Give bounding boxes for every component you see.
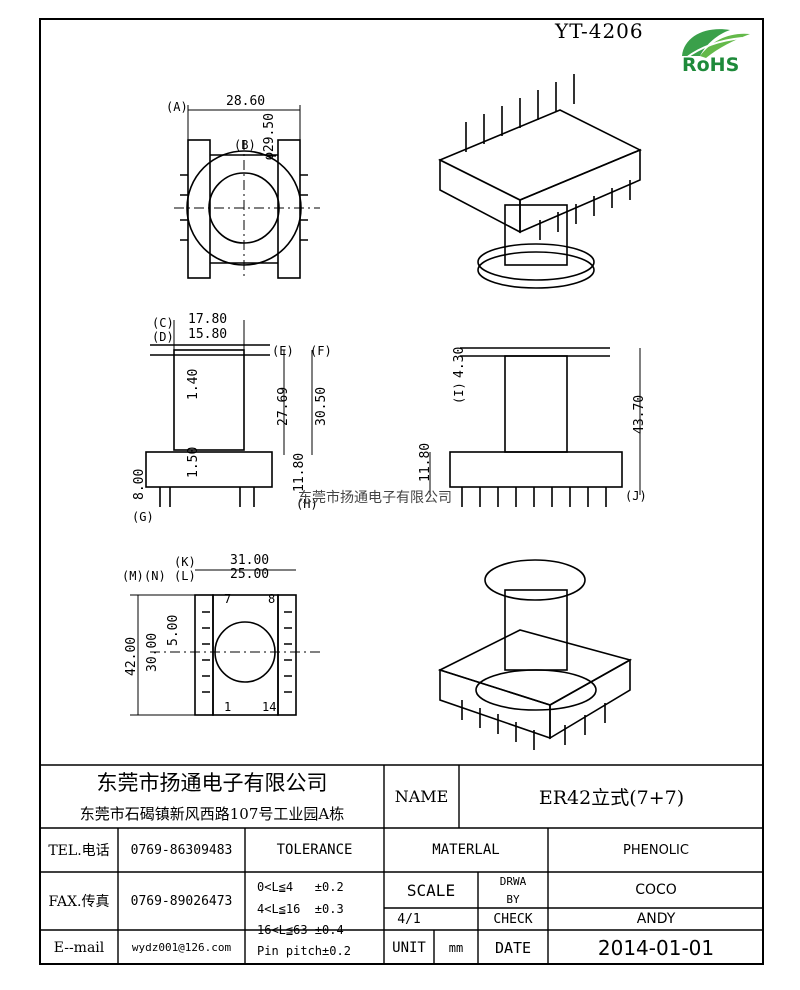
dim-tag-e: (E) <box>272 344 294 358</box>
isometric-view-bottom <box>437 559 633 750</box>
bottom-view <box>130 569 320 716</box>
dim-tag-b: (B) <box>234 138 256 152</box>
dim-tag-n: (N) <box>144 569 166 583</box>
email-value: wydz001@126.com <box>131 941 232 954</box>
tolerance-row-4: Pin pitch±0.2 <box>257 944 351 958</box>
rohs-logo-icon <box>682 29 750 59</box>
scale-label: SCALE <box>406 880 456 900</box>
dim-tag-m: (M) <box>122 569 144 583</box>
dim-tag-l: (L) <box>174 569 196 583</box>
tolerance-row-3: 16<L≦63 ±0.4 <box>257 923 344 937</box>
dim-tag-f: (F) <box>310 344 332 358</box>
pin-label-14: 14 <box>262 700 277 714</box>
company-name: 东莞市扬通电子有限公司 <box>96 771 328 795</box>
drawing-frame <box>39 18 764 965</box>
material-label: MATERLAL <box>432 842 500 858</box>
part-code: YT-4206 <box>555 19 644 43</box>
pin-label-1: 1 <box>224 700 232 714</box>
check-label: CHECK <box>493 911 533 927</box>
pin-label-8: 8 <box>268 592 276 606</box>
front-view <box>145 320 313 507</box>
tel-value: 0769-86309483 <box>130 842 233 858</box>
dim-tag-a: (A) <box>166 100 188 114</box>
pin-label-7: 7 <box>224 592 232 606</box>
email-label: E--mail <box>53 939 105 956</box>
dim-tag-h: (H) <box>296 497 318 511</box>
tolerance-row-1: 0<L≦4 ±0.2 <box>257 880 344 894</box>
part-name: ER42立式(7+7) <box>538 787 685 809</box>
material-value: PHENOLIC <box>623 842 689 858</box>
unit-value: mm <box>448 940 464 955</box>
check-value: ANDY <box>636 911 676 927</box>
fax-label: FAX.传真 <box>48 894 110 910</box>
dim-tag-j: (J) <box>625 489 647 503</box>
rohs-label: RoHS <box>682 54 740 76</box>
date-label: DATE <box>494 938 532 957</box>
watermark-text: 东莞市扬通电子有限公司 <box>298 490 452 506</box>
top-view <box>174 105 320 280</box>
dim-28-60: 28.60 <box>226 94 266 109</box>
dim-17-80: 17.80 <box>188 312 228 327</box>
drawn-by-label-2: BY <box>506 892 520 906</box>
name-label: NAME <box>394 787 449 806</box>
drawn-by-value: COCO <box>635 882 677 898</box>
dim-tag-c: (C) <box>152 316 174 330</box>
tolerance-label: TOLERANCE <box>276 842 353 858</box>
fax-value: 0769-89026473 <box>130 893 233 909</box>
company-address: 东莞市石碣镇新风西路107号工业园A栋 <box>79 804 345 823</box>
dim-15-80: 15.80 <box>188 327 228 342</box>
tel-label: TEL.电话 <box>48 843 110 859</box>
dim-25-00: 25.00 <box>230 567 270 582</box>
scale-value: 4/1 <box>397 911 421 927</box>
side-view <box>429 347 641 507</box>
tolerance-row-2: 4<L≦16 ±0.3 <box>257 902 344 916</box>
unit-label: UNIT <box>392 939 426 956</box>
dim-tag-d: (D) <box>152 330 174 344</box>
drawn-by-label-1: DRWA <box>499 874 527 888</box>
dim-tag-g: (G) <box>132 510 154 524</box>
date-value: 2014-01-01 <box>597 935 715 960</box>
isometric-view-top <box>438 74 642 289</box>
dim-31-00: 31.00 <box>230 553 270 568</box>
dim-tag-k: (K) <box>174 555 196 569</box>
